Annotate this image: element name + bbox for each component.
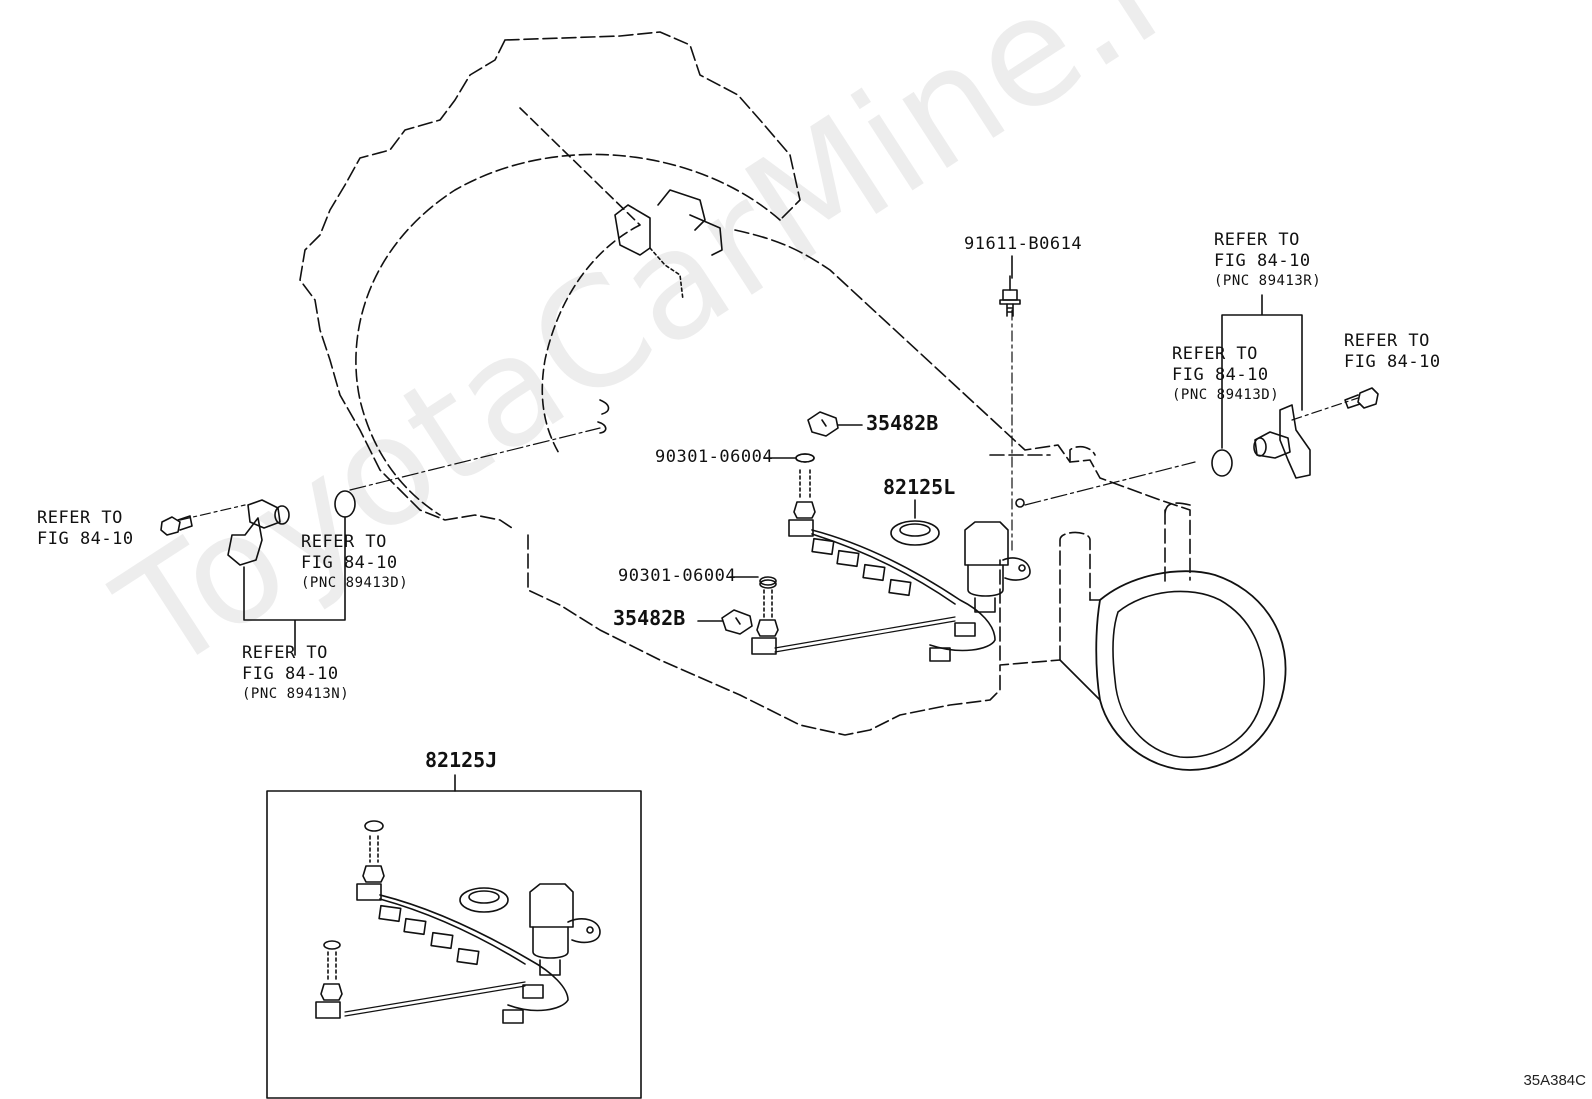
reference-line-1: REFER TO: [301, 532, 387, 552]
bolt-right-icon: [1344, 387, 1379, 409]
bell-housing-inner-2: [519, 107, 641, 456]
reference-note-pnc-89413r[interactable]: REFER TO FIG 84-10 (PNC 89413R): [1214, 230, 1321, 290]
reference-line-1: REFER TO: [1214, 230, 1300, 250]
clip-35482b-upper-icon: [807, 411, 839, 437]
bolt-91611-icon: [999, 275, 1021, 317]
part-label-90301-06004-lower[interactable]: 90301-06004: [618, 566, 737, 586]
bell-housing-outline: [299, 31, 801, 531]
reference-pnc: (PNC 89413D): [1172, 387, 1280, 403]
inset-frame-82125j: [266, 790, 642, 1099]
o-ring-lower-icon: [759, 576, 777, 586]
leader-left-bracket: [243, 516, 346, 656]
o-ring-right-icon: [1211, 449, 1233, 477]
alignment-line-left: [349, 427, 601, 491]
reference-line-2: FIG 84-10: [242, 664, 339, 684]
speed-sensor-left-icon: [227, 499, 290, 566]
reference-pnc: (PNC 89413D): [301, 575, 409, 591]
housing-hole-right: [1015, 498, 1025, 508]
bolt-left-icon: [160, 515, 193, 536]
reference-line-2: FIG 84-10: [1172, 365, 1269, 385]
extension-housing: [1095, 570, 1287, 771]
alignment-line-right: [1024, 461, 1196, 506]
reference-line-2: FIG 84-10: [1344, 352, 1441, 372]
o-ring-upper-icon: [795, 453, 815, 463]
reference-note-pnc-89413n[interactable]: REFER TO FIG 84-10 (PNC 89413N): [242, 643, 349, 703]
part-label-90301-06004-upper[interactable]: 90301-06004: [655, 447, 774, 467]
part-label-35482b-upper[interactable]: 35482B: [866, 411, 939, 435]
reference-note-bolt-left[interactable]: REFER TO FIG 84-10: [37, 508, 134, 550]
figure-code: 35A384C: [1523, 1072, 1586, 1089]
reference-line-1: REFER TO: [1172, 344, 1258, 364]
leader-right-top-bracket: [1221, 294, 1303, 449]
part-label-82125l[interactable]: 82125L: [883, 475, 956, 499]
o-ring-left-icon: [334, 490, 356, 518]
reference-pnc: (PNC 89413N): [242, 686, 350, 702]
speed-sensor-right-icon: [1253, 404, 1311, 479]
reference-note-pnc-89413d-left[interactable]: REFER TO FIG 84-10 (PNC 89413D): [301, 532, 408, 592]
alignment-line-bolt-right: [1291, 397, 1359, 421]
reference-line-2: FIG 84-10: [301, 553, 398, 573]
clip-35482b-lower-icon: [721, 609, 753, 635]
part-label-91611-b0614[interactable]: 91611-B0614: [964, 234, 1083, 254]
reference-line-1: REFER TO: [37, 508, 123, 528]
reference-line-1: REFER TO: [1344, 331, 1430, 351]
alignment-line-bolt-left: [179, 504, 246, 521]
reference-note-bolt-right[interactable]: REFER TO FIG 84-10: [1344, 331, 1441, 373]
wire-harness-inset-icon: [315, 820, 601, 1024]
part-label-35482b-lower[interactable]: 35482B: [613, 606, 686, 630]
extension-edge: [1059, 599, 1101, 701]
reference-line-2: FIG 84-10: [1214, 251, 1311, 271]
case-joint-line: [989, 445, 1096, 463]
housing-boss-dashed: [649, 247, 684, 301]
reference-note-pnc-89413d-right[interactable]: REFER TO FIG 84-10 (PNC 89413D): [1172, 344, 1279, 404]
case-body-lower: [527, 534, 1061, 736]
seal-ring-82125l-icon: [890, 520, 940, 546]
reference-line-2: FIG 84-10: [37, 529, 134, 549]
housing-boss: [614, 189, 723, 256]
part-label-82125j[interactable]: 82125J: [425, 748, 498, 772]
case-side-line: [999, 502, 1191, 661]
reference-line-1: REFER TO: [242, 643, 328, 663]
case-body-outline: [734, 229, 1191, 581]
extension-inner-ring: [1112, 590, 1265, 759]
reference-pnc: (PNC 89413R): [1214, 273, 1322, 289]
bell-housing-inner: [355, 153, 781, 516]
housing-hole: [597, 399, 610, 434]
